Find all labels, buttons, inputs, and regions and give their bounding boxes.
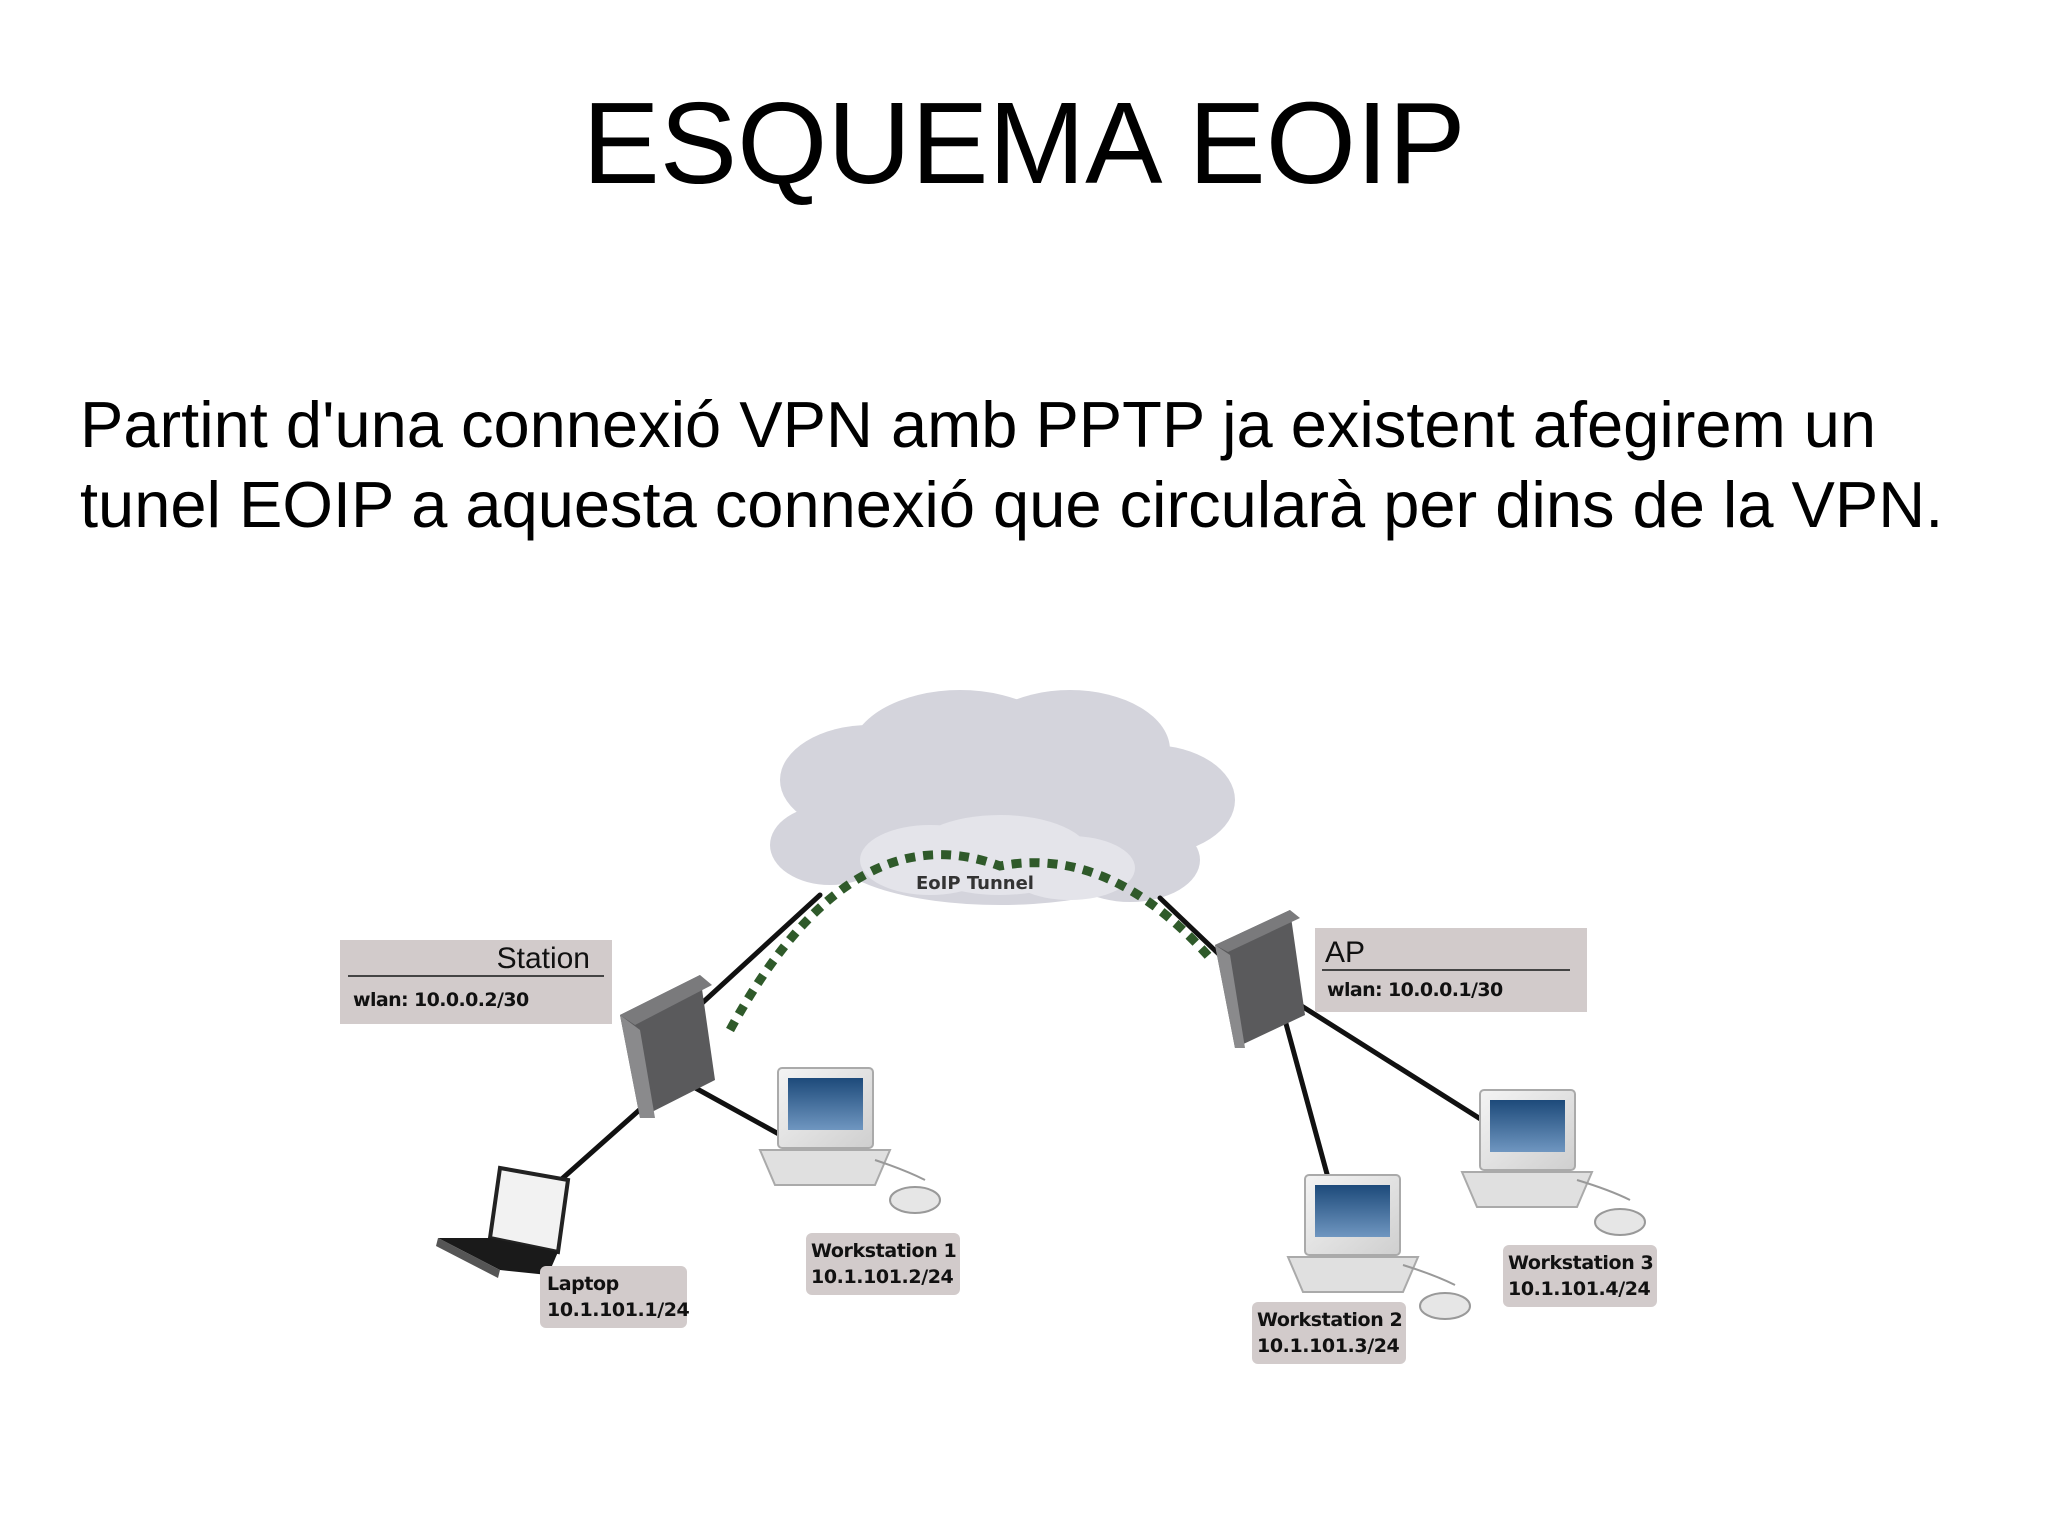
workstation2-name: Workstation 2 — [1257, 1309, 1402, 1331]
workstation2-label: Workstation 2 10.1.101.3/24 — [1252, 1302, 1406, 1364]
inner-cloud — [860, 815, 1135, 900]
link-station-cloud — [697, 892, 823, 1008]
link-ap-cloud — [1157, 895, 1228, 963]
ap-title: AP — [1325, 936, 1365, 969]
station-wlan: wlan: 10.0.0.2/30 — [353, 989, 529, 1011]
ap-wlan: wlan: 10.0.0.1/30 — [1327, 979, 1503, 1001]
laptop-ip: 10.1.101.1/24 — [547, 1299, 690, 1321]
laptop-label: Laptop 10.1.101.1/24 — [540, 1266, 690, 1328]
slide-title: ESQUEMA EOIP — [582, 78, 1466, 208]
workstation2-ip: 10.1.101.3/24 — [1257, 1335, 1400, 1357]
station-label-box: Station wlan: 10.0.0.2/30 — [340, 940, 612, 1024]
workstation3-icon — [1460, 1089, 1646, 1236]
station-title: Station — [497, 942, 590, 975]
link-station-laptop — [552, 1102, 648, 1188]
network-links — [552, 892, 1493, 1188]
station-router-icon — [620, 975, 715, 1118]
workstation3-ip: 10.1.101.4/24 — [1508, 1278, 1651, 1300]
workstation3-label: Workstation 3 10.1.101.4/24 — [1503, 1245, 1657, 1307]
laptop-name: Laptop — [547, 1273, 619, 1295]
slide-body-text: Partint d'una connexió VPN amb PPTP ja e… — [80, 388, 1944, 541]
eoip-tunnel-path — [726, 850, 1214, 1033]
workstation3-name: Workstation 3 — [1508, 1252, 1653, 1274]
link-ap-ws2 — [1282, 1017, 1333, 1188]
laptop-icon — [436, 1165, 571, 1278]
workstation1-icon — [758, 1067, 941, 1214]
eoip-tunnel-label: EoIP Tunnel — [916, 873, 1034, 894]
ap-router-icon — [1215, 910, 1305, 1048]
workstation1-label: Workstation 1 10.1.101.2/24 — [806, 1233, 960, 1295]
workstation2-icon — [1286, 1174, 1471, 1320]
ap-label-box: AP wlan: 10.0.0.1/30 — [1315, 928, 1587, 1012]
link-ap-ws3 — [1297, 1002, 1493, 1128]
workstation1-ip: 10.1.101.2/24 — [811, 1266, 954, 1288]
workstation1-name: Workstation 1 — [811, 1240, 956, 1262]
